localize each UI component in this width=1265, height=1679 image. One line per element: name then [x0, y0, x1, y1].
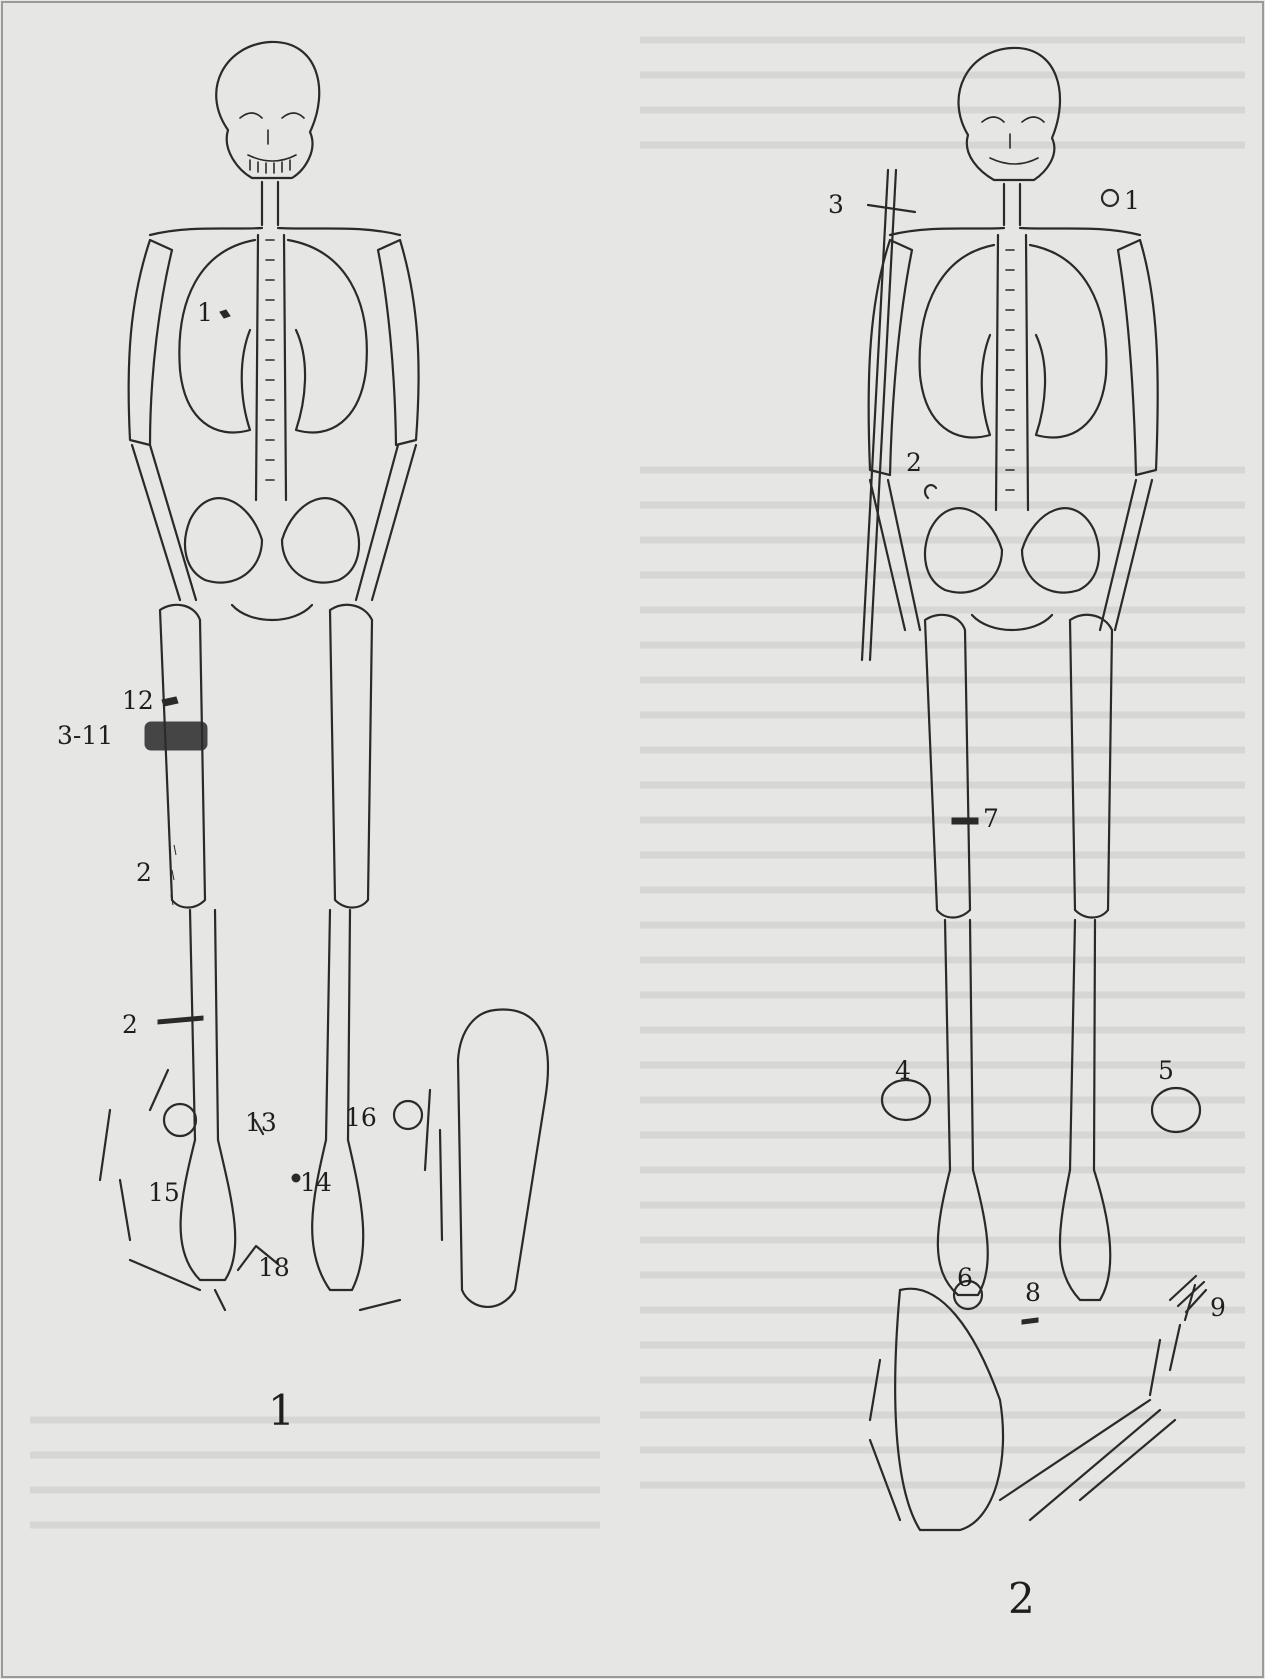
fig1-find-label-12: 12 — [122, 688, 154, 713]
fig2-find-label-2: 2 — [906, 450, 922, 475]
fig2-find-label-7: 7 — [983, 806, 999, 831]
fig1-find-label-16: 16 — [345, 1105, 377, 1130]
fig1-find-label-3-11: 3-11 — [57, 723, 113, 748]
fig1-find-label-1: 1 — [197, 300, 213, 325]
fig1-find-label-2-lower: 2 — [122, 1012, 138, 1037]
fig2-find-label-9: 9 — [1210, 1295, 1226, 1320]
fig2-find-label-4: 4 — [895, 1058, 911, 1083]
fig2-find-label-8: 8 — [1025, 1280, 1041, 1305]
fig1-find-label-15: 15 — [148, 1180, 180, 1205]
figure-1-number: 1 — [268, 1390, 295, 1432]
fig1-find-label-14: 14 — [300, 1170, 332, 1195]
fig2-find-label-1: 1 — [1124, 188, 1140, 213]
fig1-find-label-13: 13 — [245, 1110, 277, 1135]
fig2-find-label-6: 6 — [957, 1265, 973, 1290]
fig1-find-label-2-upper: 2 — [136, 860, 152, 885]
fig1-find-label-18: 18 — [258, 1255, 290, 1280]
fig2-find-label-3: 3 — [828, 192, 844, 217]
fig2-find-label-5: 5 — [1158, 1058, 1174, 1083]
figure-1-skeleton — [100, 42, 548, 1310]
background-text-lines — [30, 40, 1245, 1525]
figure-2-number: 2 — [1008, 1578, 1035, 1620]
